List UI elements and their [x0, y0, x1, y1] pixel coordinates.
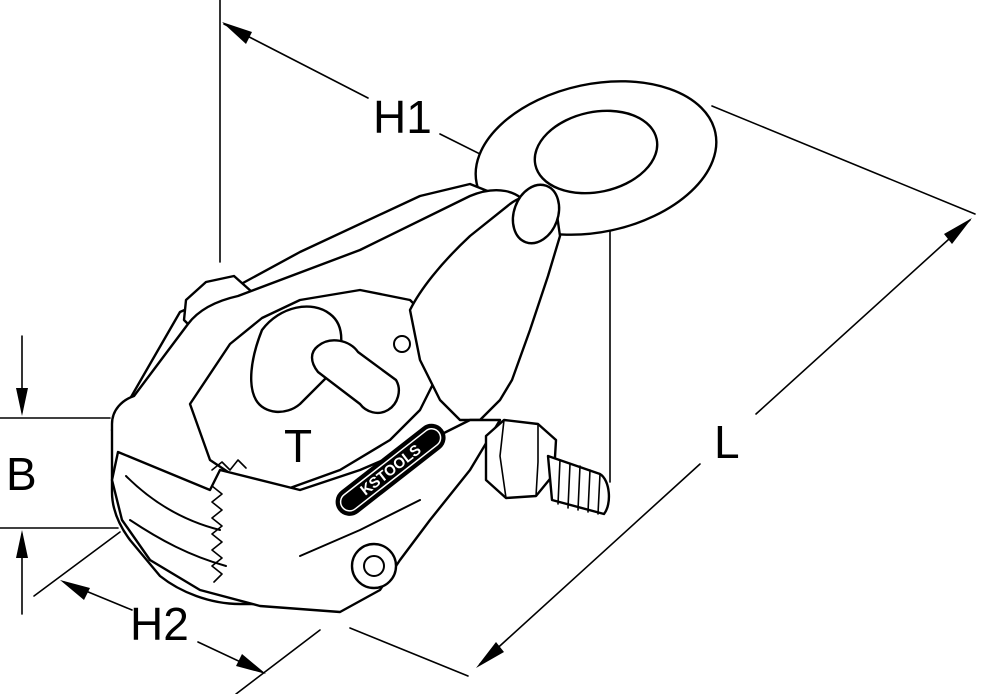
dimension-h1-label: H1: [373, 91, 432, 143]
dimension-b-label: B: [6, 448, 37, 500]
dimension-t-label: T: [284, 420, 312, 472]
dimension-l-label: L: [714, 416, 740, 468]
clamp-illustration: KSTOOLS: [110, 80, 718, 614]
dimension-h2-label: H2: [130, 598, 189, 650]
dimension-labels: H1 L B H2 T: [6, 91, 740, 650]
